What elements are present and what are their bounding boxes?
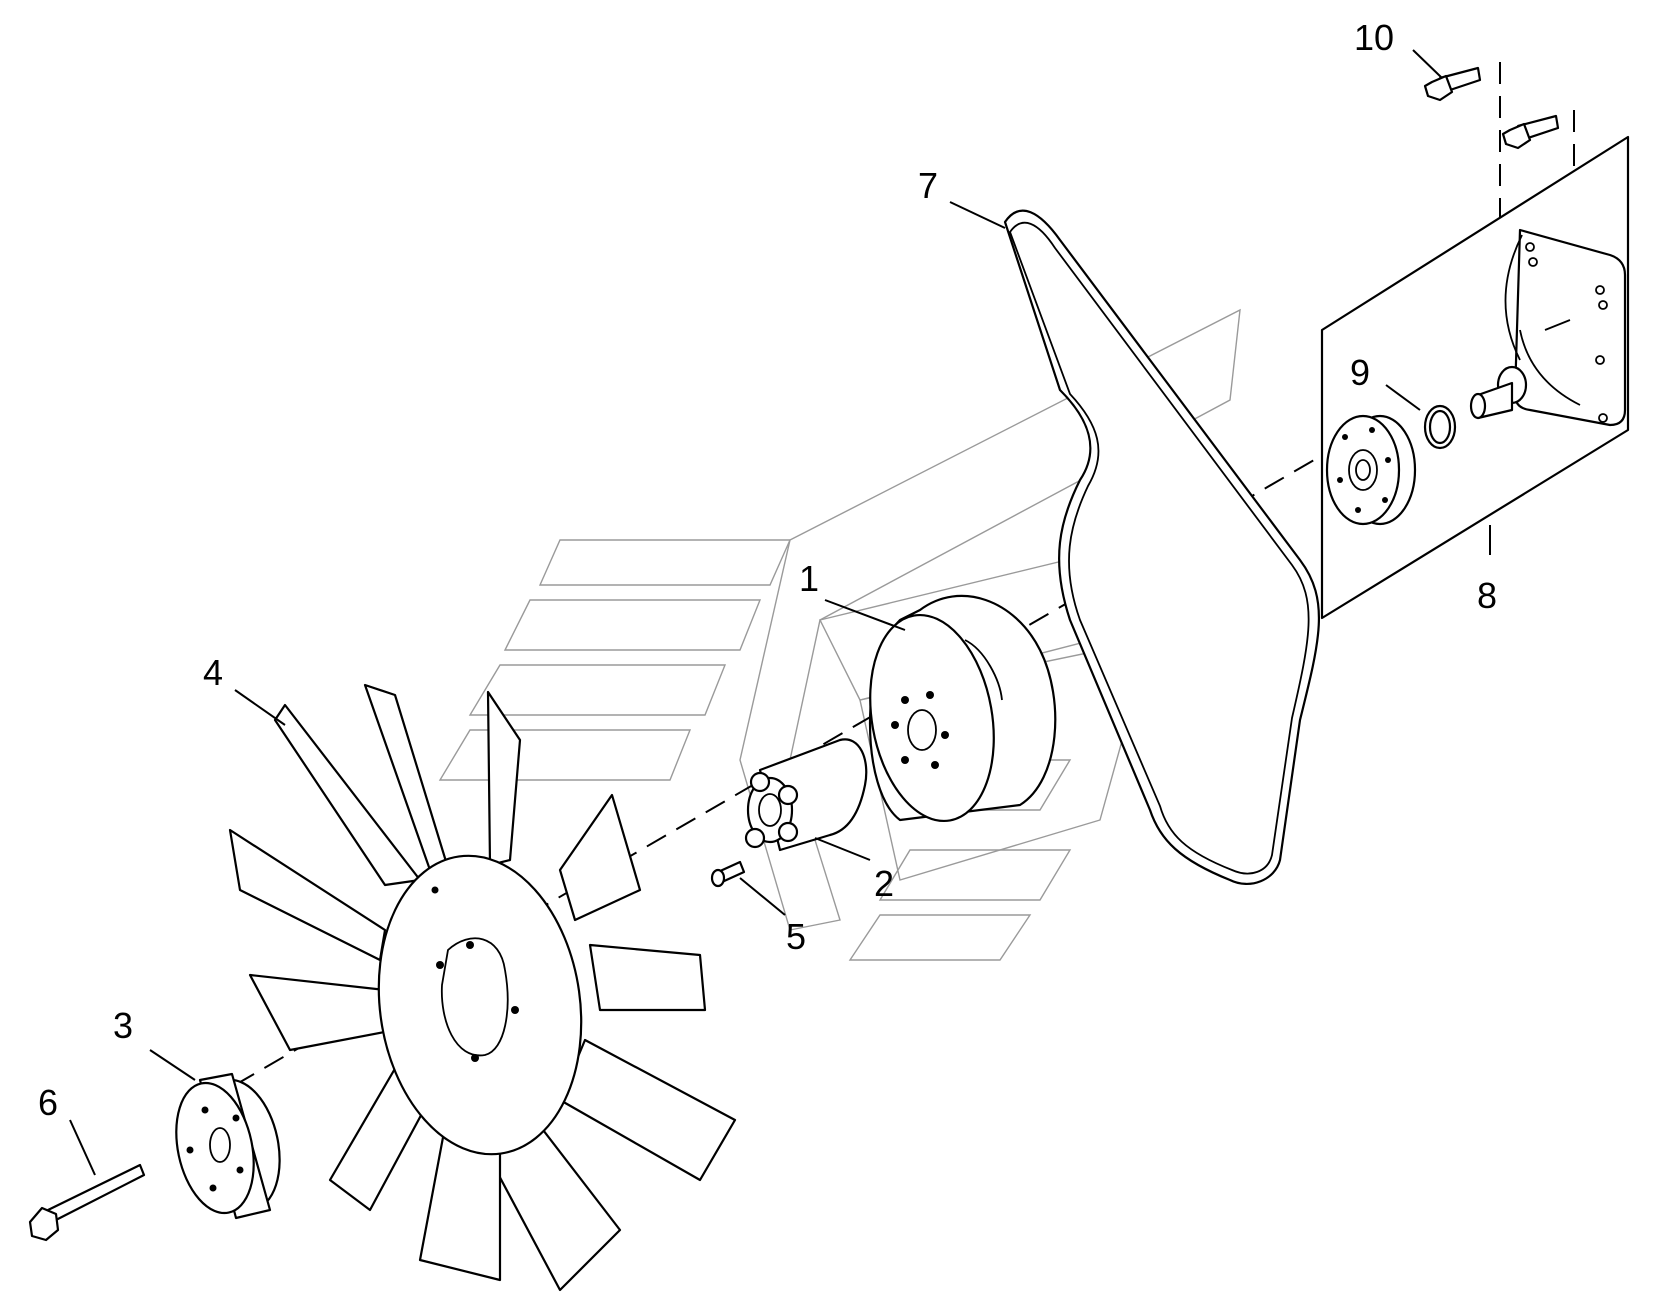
callout-1: 1 bbox=[799, 558, 819, 599]
callout-6: 6 bbox=[38, 1082, 58, 1123]
callout-8: 8 bbox=[1477, 575, 1497, 616]
fan-spacer[interactable] bbox=[744, 738, 868, 852]
callout-2: 2 bbox=[874, 863, 894, 904]
fan-pulley[interactable] bbox=[855, 594, 1057, 831]
callout-7: 7 bbox=[918, 165, 938, 206]
callout-5: 5 bbox=[786, 916, 806, 957]
drive-belt[interactable] bbox=[1003, 209, 1320, 885]
callout-9: 9 bbox=[1350, 352, 1370, 393]
bracket-bolt[interactable] bbox=[1423, 66, 1560, 150]
cooling-fan[interactable] bbox=[228, 683, 737, 1292]
fan-long-bolt[interactable] bbox=[28, 1163, 146, 1242]
fan-retainer[interactable] bbox=[165, 1072, 291, 1221]
leader-lines bbox=[69, 49, 1491, 1176]
callout-4: 4 bbox=[203, 652, 223, 693]
callout-10: 10 bbox=[1354, 17, 1394, 58]
callout-3: 3 bbox=[113, 1005, 133, 1046]
fan-bracket-assembly[interactable] bbox=[1320, 135, 1630, 620]
spacer-bolt[interactable] bbox=[710, 860, 746, 888]
snap-ring[interactable] bbox=[1423, 404, 1457, 450]
